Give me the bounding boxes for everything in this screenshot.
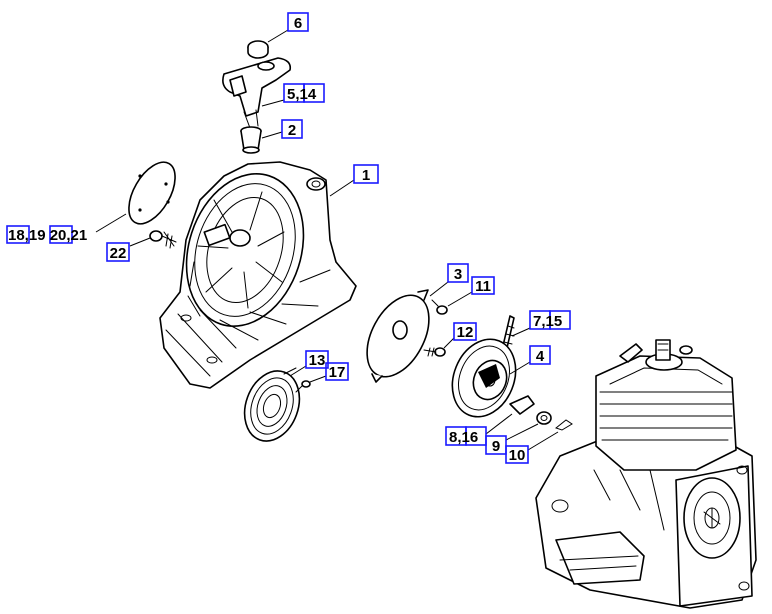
callout-6[interactable]: 6 xyxy=(287,12,309,32)
svg-text:10: 10 xyxy=(509,447,526,464)
part-10-spring-clip[interactable] xyxy=(554,419,573,431)
callout-12[interactable]: 12 xyxy=(453,322,477,341)
svg-text:13: 13 xyxy=(309,352,326,369)
svg-text:2: 2 xyxy=(288,122,296,139)
part-9-washer[interactable] xyxy=(536,411,552,425)
callout-9[interactable]: 9 xyxy=(485,435,507,455)
svg-text:12: 12 xyxy=(457,324,474,341)
svg-text:11: 11 xyxy=(475,278,491,295)
callout-13[interactable]: 13 xyxy=(305,350,329,369)
part-18-21-plate[interactable] xyxy=(119,155,184,232)
svg-text:7,15: 7,15 xyxy=(533,313,562,330)
svg-text:8,16: 8,16 xyxy=(449,429,478,446)
svg-text:5,14: 5,14 xyxy=(287,86,317,103)
part-11-screw[interactable] xyxy=(431,299,448,315)
svg-text:6: 6 xyxy=(294,15,302,32)
callout-8-16[interactable]: 8,16 xyxy=(445,426,487,446)
part-1-fan-housing[interactable] xyxy=(159,159,357,389)
callout-18-19-20-21[interactable]: 18,19 20,21 xyxy=(6,225,87,244)
part-2-rope-guide[interactable] xyxy=(240,126,262,154)
part-12-screw[interactable] xyxy=(423,347,446,357)
callout-5-14[interactable]: 5,14 xyxy=(283,83,325,103)
part-3-cover-plate[interactable] xyxy=(354,285,441,387)
part-8-16-pawl[interactable] xyxy=(509,395,535,415)
callout-17[interactable]: 17 xyxy=(325,362,349,381)
svg-text:1: 1 xyxy=(362,167,370,184)
part-13-rewind-spring[interactable] xyxy=(235,363,308,448)
svg-text:4: 4 xyxy=(536,348,545,365)
engine-assembly xyxy=(535,339,757,609)
callout-1[interactable]: 1 xyxy=(353,164,379,184)
svg-text:18,19 20,21: 18,19 20,21 xyxy=(8,227,87,244)
svg-text:17: 17 xyxy=(329,364,346,381)
part-22-screw[interactable] xyxy=(149,230,177,249)
callout-10[interactable]: 10 xyxy=(505,445,529,464)
callout-7-15[interactable]: 7,15 xyxy=(529,310,571,330)
svg-text:22: 22 xyxy=(110,245,127,262)
part-17-screw[interactable] xyxy=(295,380,311,393)
leader-lines xyxy=(95,29,559,451)
part-6-cap[interactable] xyxy=(247,40,269,59)
callout-2[interactable]: 2 xyxy=(281,119,303,139)
callout-4[interactable]: 4 xyxy=(529,345,551,365)
svg-text:3: 3 xyxy=(454,266,462,283)
callout-22[interactable]: 22 xyxy=(106,242,130,262)
callout-3[interactable]: 3 xyxy=(447,263,469,283)
part-5-14-starter-grip[interactable] xyxy=(222,57,292,129)
callout-11[interactable]: 11 xyxy=(471,276,495,295)
part-4-rope-rotor[interactable] xyxy=(441,330,527,427)
svg-text:9: 9 xyxy=(492,438,500,455)
